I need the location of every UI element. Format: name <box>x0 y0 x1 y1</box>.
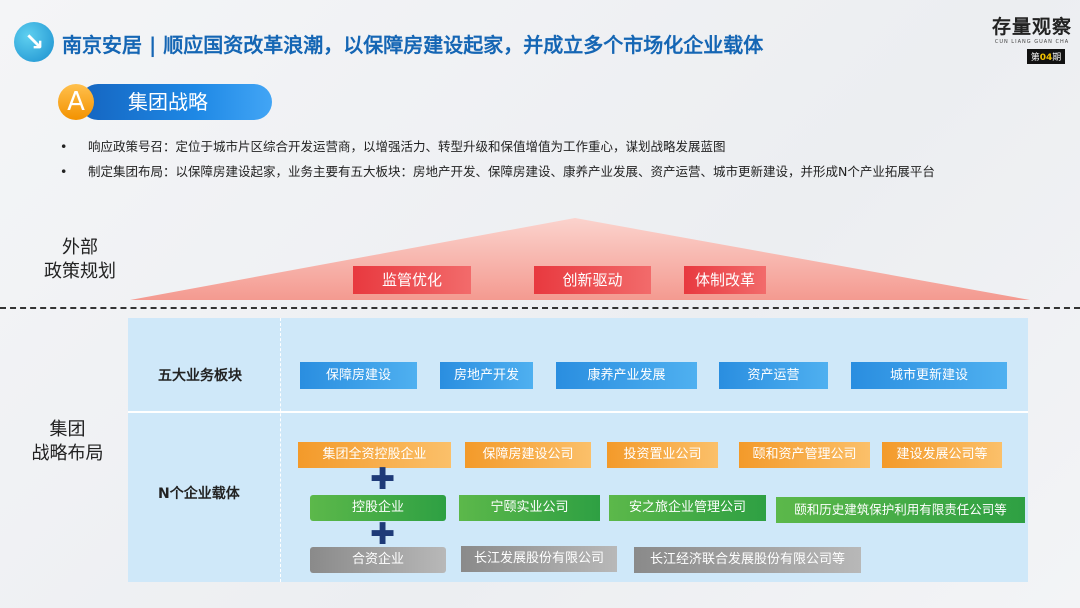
divider <box>0 307 1080 309</box>
company-box: 集团全资控股企业 <box>298 442 451 468</box>
divider <box>280 318 281 582</box>
policy-item: 体制改革 <box>684 266 766 294</box>
policy-item: 创新驱动 <box>534 266 651 294</box>
plus-icon: ✚ <box>370 517 396 552</box>
bullet-item: 制定集团布局：以保障房建设起家，业务主要有五大板块：房地产开发、保障房建设、康养… <box>60 163 935 188</box>
company-box: 安之旅企业管理公司 <box>609 495 766 521</box>
logo-pinyin: CUN LIANG GUAN CHA <box>994 39 1070 45</box>
company-box: 控股企业 <box>310 495 446 521</box>
issue-badge: 第04期 <box>1026 49 1066 64</box>
company-box: 颐和历史建筑保护利用有限责任公司等 <box>776 497 1025 523</box>
company-box: 颐和资产管理公司 <box>739 442 870 468</box>
policy-item: 监管优化 <box>353 266 471 294</box>
segment-box: 保障房建设 <box>300 362 417 389</box>
logo-name: 存量观察 <box>992 16 1073 38</box>
company-box: 长江经济联合发展股份有限公司等 <box>634 547 861 573</box>
arrow-down-right-icon: ↘ <box>14 22 54 62</box>
company-box: 宁颐实业公司 <box>459 495 600 521</box>
company-box: 合资企业 <box>310 547 446 573</box>
group-label: 集团战略布局 <box>31 419 104 464</box>
section-label: 集团战略 <box>80 84 272 120</box>
divider <box>128 411 1028 413</box>
company-box: 长江发展股份有限公司 <box>461 546 617 572</box>
page-title: 南京安居 | 顺应国资改革浪潮，以保障房建设起家，并成立多个市场化企业载体 <box>62 33 764 57</box>
segment-box: 城市更新建设 <box>851 362 1007 389</box>
segment-box: 房地产开发 <box>440 362 533 389</box>
company-box: 投资置业公司 <box>607 442 718 468</box>
plus-icon: ✚ <box>370 462 396 497</box>
logo: 存量观察 CUN LIANG GUAN CHA 第04期 <box>992 12 1072 64</box>
section-badge: A 集团战略 <box>58 84 272 120</box>
company-box: 保障房建设公司 <box>465 442 591 468</box>
segment-box: 康养产业发展 <box>556 362 697 389</box>
segment-box: 资产运营 <box>719 362 828 389</box>
carriers-label: N个企业载体 <box>158 486 240 502</box>
external-label: 外部政策规划 <box>44 237 116 282</box>
section-letter: A <box>58 84 94 120</box>
company-box: 建设发展公司等 <box>882 442 1002 468</box>
segments-label: 五大业务板块 <box>158 368 242 384</box>
bullet-item: 响应政策号召：定位于城市片区综合开发运营商，以增强活力、转型升级和保值增值为工作… <box>60 138 935 163</box>
bullet-list: 响应政策号召：定位于城市片区综合开发运营商，以增强活力、转型升级和保值增值为工作… <box>60 138 935 188</box>
